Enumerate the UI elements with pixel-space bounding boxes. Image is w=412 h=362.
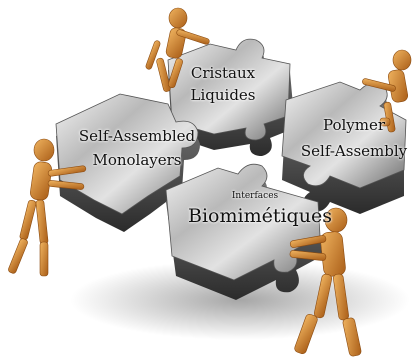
label-sam-line2: Monolayers: [92, 151, 182, 169]
label-polymer-line2: Self-Assembly: [300, 142, 408, 160]
puzzle-piece-cristaux: [167, 38, 295, 156]
wooden-mannequin-top: [145, 7, 210, 92]
label-interfaces: Interfaces: [231, 191, 279, 201]
wooden-mannequin-bottom: [289, 207, 362, 357]
label-self-assembled-monolayers: Self-Assembled Monolayers: [62, 124, 212, 172]
label-polymer-self-assembly: Polymer Self-Assembly: [292, 112, 412, 164]
label-biomimetiques: Biomimétiques: [188, 205, 332, 227]
label-sam-line1: Self-Assembled: [78, 127, 196, 145]
wooden-mannequin-right: [362, 49, 412, 133]
label-cristaux-line1: Cristaux: [190, 64, 256, 82]
label-polymer-line1: Polymer: [322, 116, 386, 134]
puzzle-piece-polymer: [281, 81, 407, 214]
label-cristaux-liquides: Cristaux Liquides: [168, 62, 278, 106]
label-cristaux-line2: Liquides: [190, 86, 256, 104]
puzzle-piece-sam: [55, 93, 200, 232]
wooden-mannequin-left: [8, 138, 87, 277]
puzzle-piece-bio: [165, 163, 322, 300]
